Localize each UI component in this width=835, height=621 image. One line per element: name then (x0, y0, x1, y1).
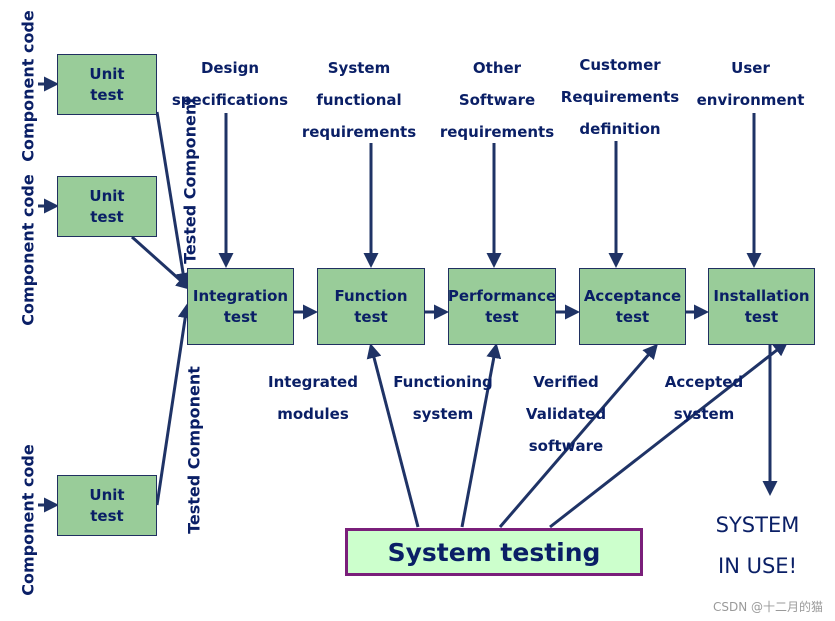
unit-test-3-line2: test (90, 506, 124, 525)
unit-test-box-3: Unit test (57, 475, 157, 536)
installation-test-line1: Installation (713, 286, 810, 305)
acceptance-test-box: Acceptance test (579, 268, 686, 345)
output-functioning-system: Functioning system (393, 373, 493, 423)
installation-test-box: Installation test (708, 268, 815, 345)
system-in-use-label: SYSTEM IN USE! (700, 505, 815, 587)
system-testing-box: System testing (345, 528, 643, 576)
arrow-unit-3-to-integration (155, 303, 193, 506)
arrow-unit-1-to-integration (155, 111, 191, 288)
component-code-label-3: Component code (18, 444, 38, 596)
performance-test-line1: Performance (447, 286, 557, 305)
component-code-label-2: Component code (18, 174, 38, 326)
csdn-watermark: CSDN @十二月的猫 (712, 600, 823, 614)
unit-test-2-line2: test (90, 207, 124, 226)
unit-test-box-1: Unit test (57, 54, 157, 115)
system-in-use-line2: IN USE! (718, 554, 797, 578)
arrow-system-to-installation (549, 341, 789, 529)
performance-test-box: Performance test (448, 268, 556, 345)
arrow-system-to-acceptance (498, 343, 658, 528)
component-code-label-1: Component code (18, 10, 38, 162)
output-verified-validated-software: Verified Validated software (525, 373, 607, 455)
input-user-environment: User environment (696, 59, 805, 109)
performance-test-line2: test (485, 307, 519, 326)
input-other-software-requirements: Other Software requirements (439, 59, 555, 141)
acceptance-test-line1: Acceptance (583, 286, 682, 305)
unit-test-1-line2: test (90, 85, 124, 104)
unit-test-3-line1: Unit (89, 485, 125, 504)
system-in-use-line1: SYSTEM (715, 513, 800, 537)
output-accepted-system: Accepted system (664, 373, 744, 423)
unit-test-1-line1: Unit (89, 64, 125, 83)
arrow-unit-2-to-integration (130, 235, 192, 291)
output-integrated-modules: Integrated modules (268, 373, 358, 423)
installation-test-line2: test (744, 307, 779, 326)
tested-component-label-1: Tested Component (180, 96, 200, 264)
unit-test-box-2: Unit test (57, 176, 157, 237)
integration-test-line1: Integration (192, 286, 289, 305)
input-design-specifications: Design specifications (171, 59, 289, 109)
function-test-line1: Function (334, 286, 408, 305)
function-test-line2: test (354, 307, 388, 326)
tested-component-label-2: Tested Component (184, 366, 204, 534)
arrow-system-to-performance (460, 343, 502, 528)
unit-test-2-line1: Unit (89, 186, 125, 205)
integration-test-line2: test (223, 307, 258, 326)
arrow-system-to-function (366, 343, 420, 528)
input-customer-requirements-definition: Customer Requirements definition (560, 56, 680, 138)
input-system-functional-requirements: System functional requirements (301, 59, 417, 141)
acceptance-test-line2: test (615, 307, 650, 326)
function-test-box: Function test (317, 268, 425, 345)
integration-test-box: Integration test (187, 268, 294, 345)
